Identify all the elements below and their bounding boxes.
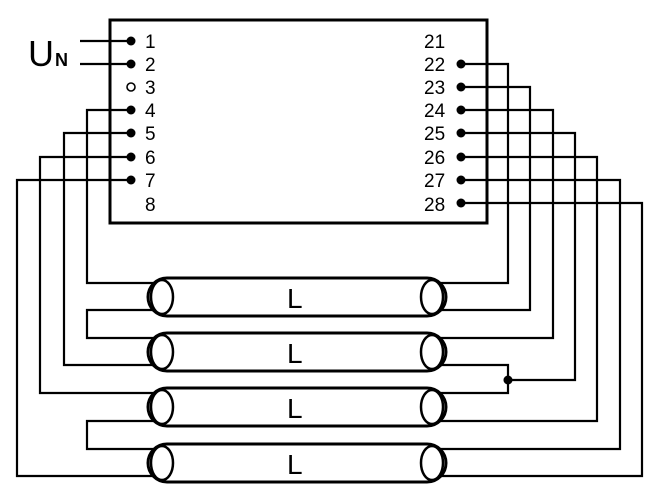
pin-label-23: 23 — [424, 78, 445, 99]
wire-pin7 — [15, 178, 162, 478]
lamp-label: L — [287, 449, 303, 480]
pin-label-4: 4 — [145, 101, 156, 122]
terminal-2-dot — [126, 59, 136, 69]
lamp-label: L — [287, 338, 303, 369]
supply-label: UN — [28, 33, 68, 74]
lamp-left-cap — [149, 388, 175, 426]
lamp-tube — [146, 386, 448, 428]
left-wiring — [15, 108, 162, 478]
right-terminals: 21 22 23 24 25 26 27 28 — [424, 32, 466, 216]
lamp-left-cap — [149, 444, 175, 482]
wire-pin28 — [432, 201, 644, 478]
ballast-box — [108, 18, 489, 225]
lamp-label: L — [287, 283, 303, 314]
terminal-1-dot — [126, 36, 136, 46]
lamp-3: L — [146, 386, 448, 428]
right-wiring — [432, 62, 644, 478]
lamp-2: L — [146, 331, 448, 373]
pin-label-24: 24 — [424, 101, 446, 122]
pin-label-5: 5 — [145, 124, 156, 145]
bridge-lamp1-lamp2-left — [85, 308, 162, 340]
lamp-left-cap — [149, 333, 175, 371]
wire-pin22 — [432, 62, 510, 285]
pin-label-2: 2 — [145, 55, 156, 76]
lamp-left-cap — [149, 278, 175, 316]
pin-label-8: 8 — [145, 195, 156, 216]
pin-label-21: 21 — [424, 32, 445, 53]
lamp-tube — [146, 442, 448, 484]
pin-label-1: 1 — [145, 32, 156, 53]
bridge-lamp3-lamp4-left — [85, 419, 162, 451]
left-terminals: 1 2 3 4 5 6 7 8 — [126, 32, 156, 216]
wire-pin5 — [62, 131, 162, 367]
wire-pin27 — [432, 178, 622, 451]
lamp-right-cap — [419, 278, 445, 316]
wire-pin26 — [432, 155, 599, 423]
wire-junction-lamp3 — [432, 380, 510, 395]
pin-label-7: 7 — [145, 171, 156, 192]
lamp-label: L — [287, 393, 303, 424]
wire-junction-lamp2 — [432, 363, 510, 380]
wire-pin6 — [38, 155, 162, 395]
pin-label-3: 3 — [145, 78, 156, 99]
pin-label-27: 27 — [424, 171, 445, 192]
wire-pin4 — [85, 108, 162, 285]
pin-label-6: 6 — [145, 148, 156, 169]
pin-label-26: 26 — [424, 148, 445, 169]
lamp-tube — [146, 276, 448, 318]
lamp-1: L — [146, 276, 448, 318]
lamp-right-cap — [419, 388, 445, 426]
lamp-right-cap — [419, 333, 445, 371]
wire-pin24 — [432, 108, 555, 340]
terminal-3-open — [126, 82, 136, 92]
pin-label-28: 28 — [424, 195, 445, 216]
junction-node — [503, 375, 513, 385]
lamp-4: L — [146, 442, 448, 484]
lamp-tube — [146, 331, 448, 373]
wire-pin25 — [461, 131, 577, 382]
pin-label-22: 22 — [424, 55, 445, 76]
pin-label-25: 25 — [424, 124, 445, 145]
lamp-right-cap — [419, 444, 445, 482]
wire-pin23 — [432, 85, 532, 312]
